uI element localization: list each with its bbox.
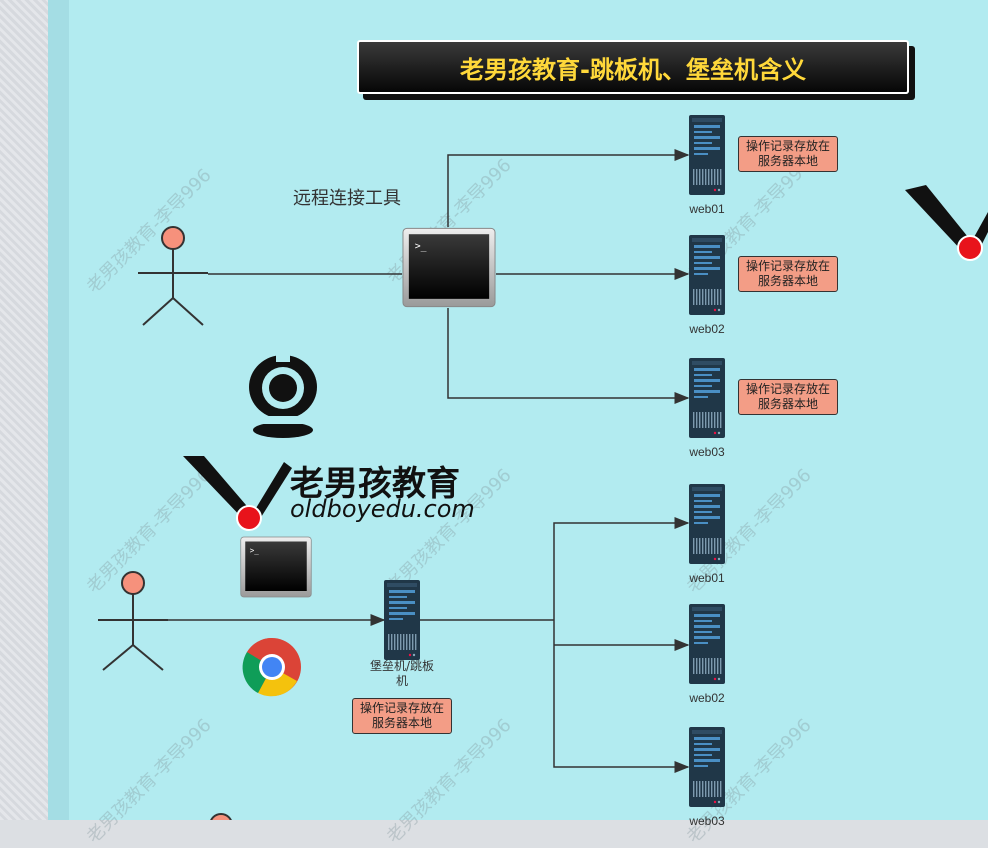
server-icon [689, 115, 725, 195]
user-actor-icon [138, 226, 208, 326]
server-icon [689, 604, 725, 684]
connectors-top [447, 149, 690, 404]
terminal-monitor-icon [240, 536, 312, 598]
server-label-web01: web01 [689, 202, 725, 216]
server-icon [689, 484, 725, 564]
bastion-label: 堡垒机/跳板机 [369, 659, 435, 688]
diagram-title-box: 老男孩教育-跳板机、堡垒机含义 [357, 40, 909, 94]
diagram-title: 老男孩教育-跳板机、堡垒机含义 [460, 55, 806, 84]
user-actor-icon [98, 571, 168, 671]
oldboy-logo-icon [183, 456, 292, 531]
brand-domain: oldboyedu.com [290, 495, 475, 523]
server-icon [689, 235, 725, 315]
remote-tool-label: 远程连接工具 [293, 188, 401, 209]
server-label-web01: web01 [689, 571, 725, 585]
diagram: >_ [98, 115, 988, 820]
bastion-server-icon [384, 580, 420, 660]
record-note: 操作记录存放在服务器本地 [738, 379, 838, 415]
server-icon [689, 727, 725, 807]
record-note: 操作记录存放在服务器本地 [738, 256, 838, 292]
chrome-browser-icon [242, 637, 301, 697]
bastion-record-note: 操作记录存放在服务器本地 [352, 698, 452, 734]
server-label-web03: web03 [689, 814, 725, 828]
server-label-web02: web02 [689, 322, 725, 336]
record-note: 操作记录存放在服务器本地 [738, 136, 838, 172]
server-label-web02: web02 [689, 691, 725, 705]
brand-name: 老男孩教育 [290, 464, 460, 504]
connectors-bottom [420, 517, 690, 773]
canvas-edge [48, 0, 69, 820]
oldboy-logo-partial-icon [905, 185, 988, 261]
camera-logo-icon [249, 350, 317, 438]
terminal-monitor-icon [402, 227, 496, 308]
user-actor-partial-icon [210, 813, 232, 820]
server-icon [689, 358, 725, 438]
server-label-web03: web03 [689, 445, 725, 459]
canvas-margin [0, 0, 48, 820]
